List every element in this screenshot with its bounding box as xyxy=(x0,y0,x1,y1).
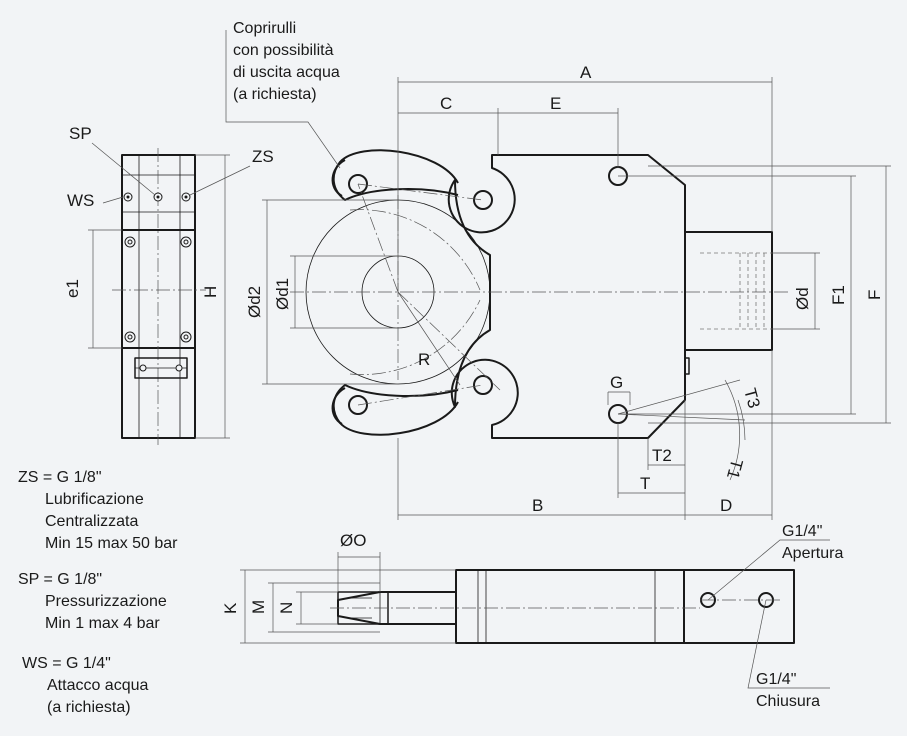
svg-text:Attacco acqua: Attacco acqua xyxy=(47,677,149,694)
svg-text:di uscita acqua: di uscita acqua xyxy=(233,64,340,81)
side-view: SP ZS WS e1 H xyxy=(63,124,274,445)
cylinder xyxy=(684,231,773,351)
label-f1: F1 xyxy=(829,285,848,305)
label-g: G xyxy=(610,373,623,392)
svg-text:Pressurizzazione: Pressurizzazione xyxy=(45,593,167,610)
note-roller-cover: Coprirulli con possibilità di uscita acq… xyxy=(233,20,340,103)
label-od2: Ød2 xyxy=(245,286,264,318)
label-b: B xyxy=(532,496,543,515)
side-view-ports xyxy=(123,192,191,202)
note-zs: ZS = G 1/8" Lubrificazione Centralizzata… xyxy=(18,469,178,552)
svg-text:SP = G 1/8": SP = G 1/8" xyxy=(18,571,102,588)
label-t2: T2 xyxy=(652,446,672,465)
svg-text:(a richiesta): (a richiesta) xyxy=(47,699,131,716)
side-view-body xyxy=(121,154,196,439)
svg-text:con possibilità: con possibilità xyxy=(233,42,334,59)
label-c: C xyxy=(440,94,452,113)
svg-text:ZS = G 1/8": ZS = G 1/8" xyxy=(18,469,102,486)
pivot-holes xyxy=(348,166,628,424)
svg-text:WS = G 1/4": WS = G 1/4" xyxy=(22,655,111,672)
label-t1: T1 xyxy=(723,457,746,481)
svg-text:Lubrificazione: Lubrificazione xyxy=(45,491,144,508)
label-f: F xyxy=(865,290,884,300)
label-sp: SP xyxy=(69,124,92,143)
svg-text:G1/4": G1/4" xyxy=(756,671,796,688)
label-m: M xyxy=(249,600,268,614)
svg-text:G1/4": G1/4" xyxy=(782,523,822,540)
label-t: T xyxy=(640,474,650,493)
svg-text:Min 1 max 4 bar: Min 1 max 4 bar xyxy=(45,615,160,632)
svg-text:Coprirulli: Coprirulli xyxy=(233,20,296,37)
note-opening: G1/4" Apertura xyxy=(782,523,843,562)
label-n: N xyxy=(277,602,296,614)
note-sp: SP = G 1/8" Pressurizzazione Min 1 max 4… xyxy=(18,571,167,632)
svg-text:Min 15 max 50 bar: Min 15 max 50 bar xyxy=(45,535,178,552)
svg-text:(a richiesta): (a richiesta) xyxy=(233,86,317,103)
svg-text:Chiusura: Chiusura xyxy=(756,693,820,710)
bottom-view-body xyxy=(455,569,685,644)
label-zs: ZS xyxy=(252,147,274,166)
label-e1: e1 xyxy=(63,279,82,298)
label-a: A xyxy=(580,63,592,82)
lower-jaw-arm xyxy=(332,384,459,436)
label-r: R xyxy=(418,350,430,369)
label-k: K xyxy=(221,602,240,614)
front-view: A C E Ød F1 F Ød2 Ød1 R G T2 T B D T3 T1 xyxy=(225,30,891,520)
svg-text:Apertura: Apertura xyxy=(782,545,843,562)
label-ws: WS xyxy=(67,191,94,210)
label-od1: Ød1 xyxy=(273,278,292,310)
svg-text:Centralizzata: Centralizzata xyxy=(45,513,138,530)
label-t3: T3 xyxy=(740,386,763,410)
label-oo: ØO xyxy=(340,531,366,550)
side-view-bolt-heads xyxy=(124,236,192,343)
upper-jaw-arm xyxy=(332,149,459,201)
label-e: E xyxy=(550,94,561,113)
bottom-view: ØO K M N xyxy=(221,531,830,689)
note-closing: G1/4" Chiusura xyxy=(756,671,820,710)
label-d: D xyxy=(720,496,732,515)
front-view-body xyxy=(447,154,686,439)
note-ws: WS = G 1/4" Attacco acqua (a richiesta) xyxy=(22,655,149,716)
label-h: H xyxy=(201,286,220,298)
label-od: Ød xyxy=(793,287,812,310)
